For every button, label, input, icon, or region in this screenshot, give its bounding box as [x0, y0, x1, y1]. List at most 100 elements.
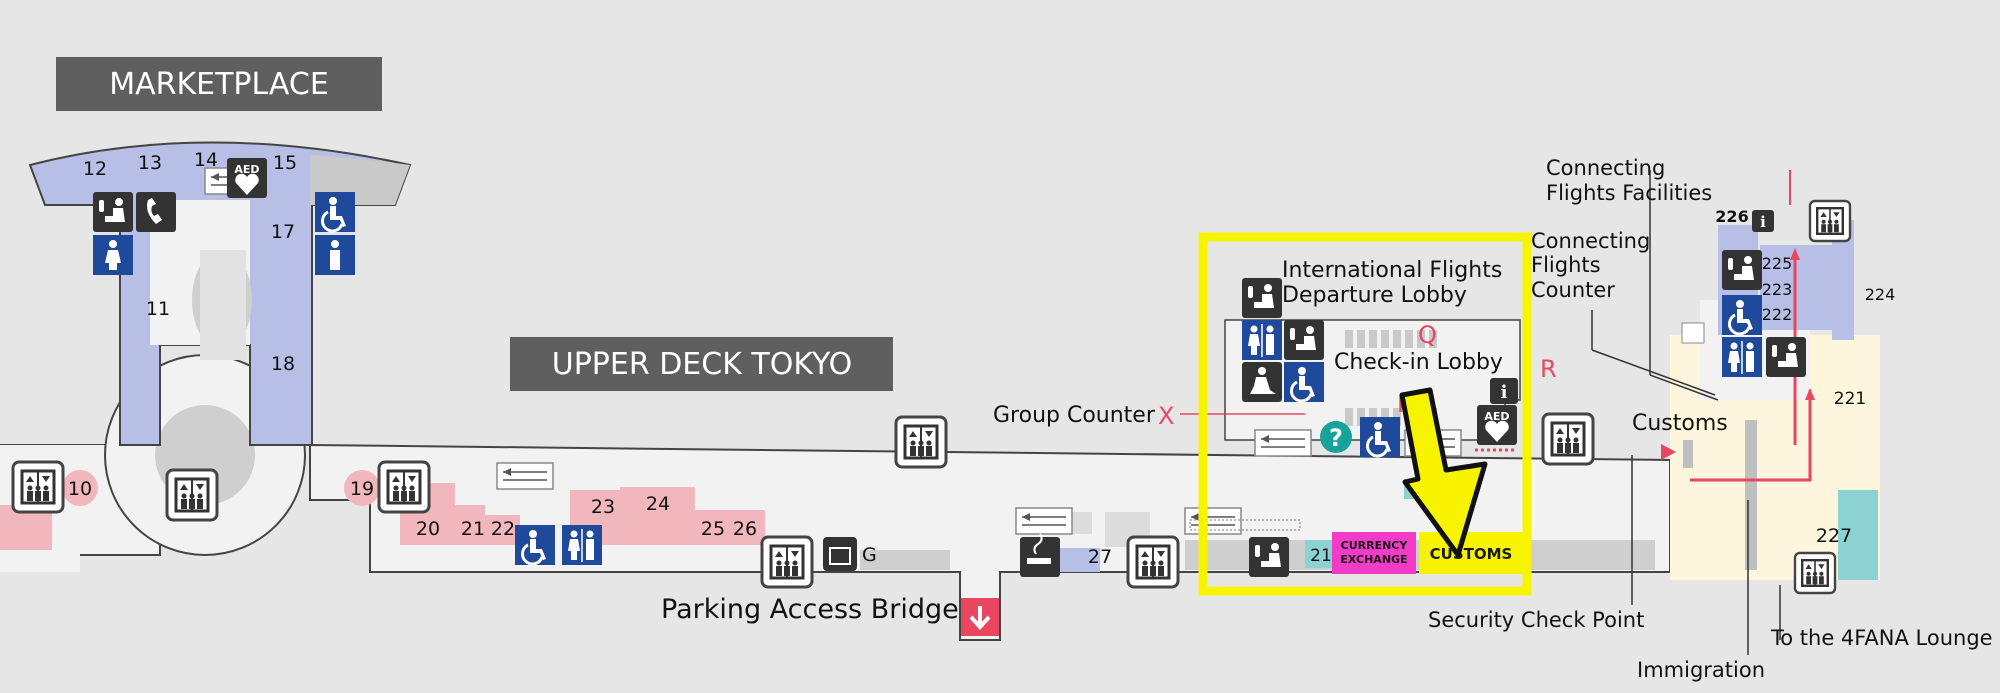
telephone-icon — [136, 192, 176, 232]
svg-text:i: i — [1501, 382, 1508, 403]
shop-17: 17 — [271, 221, 295, 243]
elevator-icon[interactable] — [760, 535, 814, 589]
svg-text:i: i — [1760, 213, 1766, 231]
shop-26: 26 — [733, 518, 757, 540]
baby-care-icon — [1284, 320, 1324, 360]
currency-exchange-box[interactable]: CURRENCY EXCHANGE — [1332, 532, 1416, 574]
connecting-counter-label-2: Flights — [1531, 253, 1601, 277]
shop-14: 14 — [194, 149, 218, 171]
direction-arrow — [1399, 387, 1488, 558]
information-icon[interactable]: i — [1490, 378, 1518, 404]
smoking-icon — [1020, 533, 1060, 577]
elevator-icon[interactable] — [1793, 551, 1837, 595]
locker-icon — [823, 537, 857, 571]
shop-25: 25 — [701, 518, 725, 540]
restroom-icon — [1721, 336, 1763, 378]
shop-15: 15 — [273, 152, 297, 174]
shop-27: 27 — [1088, 546, 1112, 568]
svg-text:AED: AED — [234, 163, 259, 176]
information-icon[interactable]: i — [1752, 210, 1774, 232]
security-checkpoint-label: Security Check Point — [1428, 608, 1644, 632]
shop-21b: 21 — [1310, 546, 1332, 566]
shop-225: 225 — [1762, 254, 1793, 273]
parking-bridge-label: Parking Access Bridge — [661, 594, 959, 625]
escalator-icon — [1254, 429, 1312, 457]
escalator-icon — [1015, 507, 1073, 535]
shop-23: 23 — [591, 496, 615, 518]
baby-care-icon — [1766, 337, 1806, 377]
restroom-icon — [1241, 319, 1283, 361]
elevator-icon[interactable] — [165, 468, 219, 522]
letter-g: G — [862, 544, 877, 566]
shop-222: 222 — [1762, 305, 1793, 324]
escalator-icon — [496, 462, 554, 490]
exit-arrow-icon[interactable] — [961, 598, 999, 636]
elevator-icon[interactable] — [11, 460, 65, 514]
shop-221: 221 — [1834, 389, 1866, 409]
elevator-icon[interactable] — [377, 460, 431, 514]
intl-departure-label-2: Departure Lobby — [1282, 283, 1467, 308]
prayer-room-icon — [1242, 362, 1282, 402]
upper-deck-header: UPPER DECK TOKYO — [552, 347, 853, 382]
shop-19: 19 — [350, 478, 374, 500]
escalator-icon — [1681, 322, 1705, 344]
aed-icon: AED — [1477, 405, 1517, 445]
restroom-icon — [93, 235, 133, 275]
svg-text:?: ? — [1329, 424, 1343, 452]
shop-11: 11 — [146, 298, 170, 320]
currency-label-2: EXCHANGE — [1340, 553, 1407, 566]
connecting-counter-label-3: Counter — [1531, 278, 1615, 302]
restroom-icon — [315, 235, 355, 275]
elevator-icon[interactable] — [1808, 199, 1852, 243]
svg-text:AED: AED — [1484, 410, 1509, 423]
shop-10: 10 — [68, 478, 92, 500]
letter-r: R — [1540, 355, 1557, 383]
connecting-facilities-label-2: Flights Facilities — [1546, 181, 1712, 205]
shop-226: 226 — [1715, 207, 1748, 226]
escalator-icon — [1184, 507, 1242, 535]
letter-x: X — [1158, 402, 1174, 430]
shop-12: 12 — [83, 158, 107, 180]
checkin-lobby-label: Check-in Lobby — [1334, 350, 1503, 375]
shop-223: 223 — [1762, 280, 1793, 299]
customs-box-label: CUSTOMS — [1430, 545, 1513, 563]
wheelchair-icon — [1282, 360, 1326, 404]
wheelchair-icon — [313, 190, 357, 234]
intl-departure-label-1: International Flights — [1282, 258, 1502, 283]
immigration-label: Immigration — [1637, 658, 1765, 682]
group-counter-label: Group Counter — [993, 403, 1156, 428]
shop-18: 18 — [271, 353, 295, 375]
letter-q: Q — [1418, 321, 1437, 349]
shop-20: 20 — [416, 518, 440, 540]
shop-227: 227 — [1816, 525, 1852, 547]
shop-21: 21 — [461, 518, 485, 540]
elevator-icon[interactable] — [894, 415, 948, 469]
wheelchair-icon — [1358, 415, 1402, 459]
baby-care-icon — [1242, 278, 1282, 318]
connecting-facilities-label-1: Connecting — [1546, 156, 1665, 180]
baby-care-icon — [1249, 537, 1289, 577]
customs-box[interactable]: CUSTOMS — [1419, 532, 1523, 574]
highlight-frame — [1198, 232, 1532, 596]
baby-care-icon — [93, 192, 133, 232]
currency-label-1: CURRENCY — [1341, 539, 1409, 552]
help-icon[interactable]: ? — [1320, 421, 1352, 453]
upper-deck-header-box — [510, 337, 893, 391]
elevator-icon[interactable] — [1126, 535, 1180, 589]
wheelchair-icon — [1720, 293, 1764, 337]
shop-13: 13 — [138, 152, 162, 174]
marketplace-header-box — [56, 57, 382, 111]
shop-24: 24 — [646, 493, 670, 515]
baby-care-icon — [1722, 250, 1762, 290]
shop-22: 22 — [491, 518, 515, 540]
connecting-counter-label-1: Connecting — [1531, 229, 1650, 253]
customs-label: Customs — [1632, 411, 1728, 436]
shop-224: 224 — [1865, 285, 1896, 304]
restroom-icon — [561, 524, 603, 566]
elevator-icon[interactable] — [1541, 412, 1595, 466]
aed-icon: AED — [227, 158, 267, 198]
lounge-label: To the 4FANA Lounge — [1770, 626, 1993, 650]
wheelchair-icon — [513, 523, 557, 567]
marketplace-header: MARKETPLACE — [109, 67, 329, 102]
